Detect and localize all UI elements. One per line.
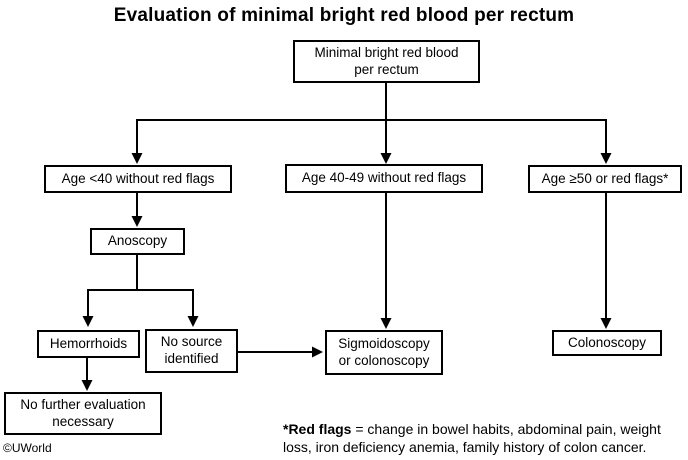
- diagram-title: Evaluation of minimal bright red blood p…: [113, 5, 575, 26]
- node-minimal-bright-red-blood: Minimal bright red blood per rectum: [293, 40, 480, 83]
- node-age-50-plus-or-red-flags: Age ≥50 or red flags*: [528, 165, 682, 193]
- red-flags-footnote: *Red flags = change in bowel habits, abd…: [283, 421, 683, 457]
- red-flags-footnote-lead: *Red flags: [283, 421, 352, 437]
- node-age-40-49: Age 40-49 without red flags: [285, 164, 483, 193]
- node-no-further-evaluation: No further evaluation necessary: [4, 392, 162, 435]
- node-colonoscopy: Colonoscopy: [552, 330, 662, 356]
- node-hemorrhoids: Hemorrhoids: [37, 330, 140, 358]
- node-no-source-identified: No source identified: [145, 329, 238, 373]
- node-sigmoidoscopy-or-colonoscopy: Sigmoidoscopy or colonoscopy: [325, 330, 443, 375]
- red-flags-footnote-text: = change in bowel habits, abdominal pain…: [283, 421, 661, 455]
- uworld-copyright: ©UWorld: [3, 441, 52, 455]
- node-anoscopy: Anoscopy: [90, 228, 185, 255]
- node-age-under-40: Age <40 without red flags: [44, 165, 232, 193]
